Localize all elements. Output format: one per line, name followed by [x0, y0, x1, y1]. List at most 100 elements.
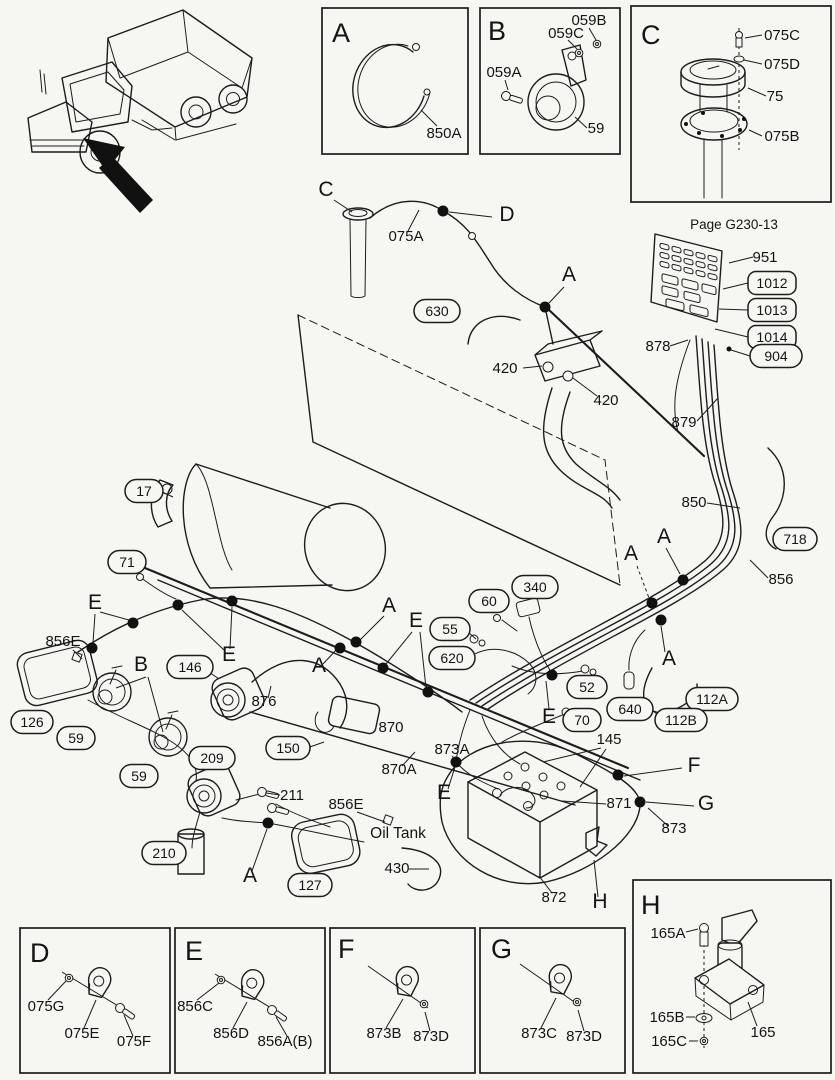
label-letter-a7: A: [243, 864, 257, 887]
svg-text:52: 52: [579, 679, 595, 695]
label-59: 59: [588, 120, 605, 137]
svg-text:620: 620: [440, 650, 464, 666]
label-873D-f: 873D: [413, 1028, 449, 1045]
label-873: 873: [661, 820, 686, 837]
inset-e-letter: E: [185, 936, 203, 966]
battery-cable-loop: [439, 740, 641, 885]
label-871: 871: [606, 795, 631, 812]
sensor-870: [314, 695, 381, 735]
label-letter-a2: A: [382, 594, 396, 617]
leader-lines: [72, 199, 769, 898]
svg-text:71: 71: [119, 554, 135, 570]
label-letter-e2: E: [222, 643, 236, 666]
bubble-210: 210: [141, 840, 187, 866]
inset-box-e: E 856C 856D 856A(B): [174, 927, 326, 1074]
svg-text:59: 59: [131, 768, 147, 784]
svg-text:640: 640: [618, 701, 642, 717]
label-145: 145: [596, 731, 621, 748]
label-075G: 075G: [28, 998, 65, 1015]
signal-lamp-146: [210, 667, 265, 721]
inset-d-letter: D: [30, 938, 50, 968]
bubble-209: 209: [188, 745, 236, 771]
inset-box-h: H 165A 165B 165C 165: [632, 879, 832, 1074]
cab-panel: [297, 314, 621, 586]
truck-illustration: [27, 9, 253, 213]
label-letter-d: D: [499, 203, 514, 226]
label-letter-b: B: [134, 653, 148, 676]
label-420a: 420: [492, 360, 517, 377]
label-870A: 870A: [381, 761, 416, 778]
label-075C: 075C: [764, 27, 800, 44]
bubble-callouts: 630 1012 1013 1014 904 17 71 340 60 55 6…: [10, 270, 818, 898]
bubble-146: 146: [166, 654, 214, 680]
bubble-640: 640: [606, 696, 654, 722]
bubble-904: 904: [749, 343, 803, 369]
label-letter-e3: E: [409, 609, 423, 632]
part-labels: C D A A A A A A A E E E E E B F G H Page…: [45, 178, 793, 913]
label-075F: 075F: [117, 1033, 151, 1050]
svg-text:127: 127: [298, 877, 322, 893]
svg-text:340: 340: [523, 579, 547, 595]
label-873C: 873C: [521, 1025, 557, 1042]
inset-a-letter: A: [332, 18, 350, 48]
label-856A-B: 856A(B): [257, 1033, 312, 1050]
bubble-718: 718: [772, 526, 818, 552]
label-876: 876: [251, 693, 276, 710]
label-letter-c: C: [318, 178, 333, 201]
inset-box-g: G 873C 873D: [479, 927, 626, 1074]
label-letter-f: F: [688, 754, 701, 777]
svg-text:112A: 112A: [696, 691, 728, 707]
svg-text:718: 718: [783, 531, 807, 547]
connector-340: [515, 597, 541, 618]
bubble-60: 60: [468, 588, 510, 614]
battery-switch-part: [694, 909, 765, 1048]
bubble-70: 70: [562, 707, 602, 733]
label-211: 211: [280, 787, 304, 804]
inset-c-letter: C: [641, 20, 661, 50]
main-diagram: C D A A A A A A A E E E E E B F G H Page…: [10, 178, 818, 913]
wire-ring: [352, 43, 425, 129]
bubble-126: 126: [10, 709, 54, 735]
inset-box-a: A 850A: [321, 7, 469, 155]
label-873A: 873A: [434, 741, 469, 758]
label-letter-a6: A: [662, 647, 676, 670]
label-075A: 075A: [388, 228, 423, 245]
battery-clamp-h: [585, 826, 608, 857]
bubble-52: 52: [566, 674, 608, 700]
label-letter-g: G: [698, 792, 714, 815]
label-letter-e1: E: [88, 591, 102, 614]
inset-g-letter: G: [491, 934, 512, 964]
label-059B: 059B: [571, 12, 606, 29]
label-856E-2: 856E: [328, 796, 363, 813]
label-879: 879: [671, 414, 696, 431]
label-430: 430: [384, 860, 409, 877]
label-850A: 850A: [426, 125, 461, 142]
clip-856E-2: [382, 814, 394, 826]
page-reference: Page G230-13: [690, 217, 778, 232]
fuel-sender-part: [680, 28, 748, 199]
label-letter-a3: A: [312, 654, 326, 677]
bubble-71: 71: [107, 549, 147, 575]
label-165: 165: [750, 1024, 775, 1041]
inset-box-c: C 075C 075D 75 075B: [630, 5, 832, 203]
label-059A: 059A: [486, 64, 521, 81]
svg-text:146: 146: [178, 659, 202, 675]
wire-620: [472, 648, 537, 695]
inset-box-f: F 873B 873D: [329, 927, 476, 1074]
label-850: 850: [681, 494, 706, 511]
bubble-340: 340: [511, 574, 559, 600]
svg-text:1013: 1013: [756, 302, 787, 318]
fuse-panel: [650, 233, 723, 323]
label-letter-e5: E: [437, 781, 451, 804]
fuel-tank: [150, 463, 387, 592]
svg-text:209: 209: [200, 750, 224, 766]
label-420b: 420: [593, 392, 618, 409]
label-75: 75: [767, 88, 784, 105]
svg-text:150: 150: [276, 740, 300, 756]
bubble-150: 150: [265, 735, 311, 761]
wire-718: [765, 447, 785, 550]
bubble-112B: 112B: [654, 707, 708, 733]
bubble-17: 17: [124, 478, 164, 504]
label-872: 872: [541, 889, 566, 906]
